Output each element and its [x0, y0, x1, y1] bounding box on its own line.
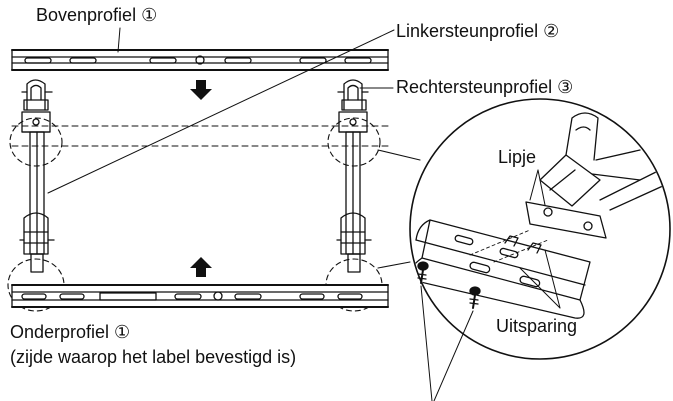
top-profile-label: Bovenprofiel ① — [36, 5, 158, 25]
arrow-down-icon — [190, 80, 212, 100]
bottom-profile-note: (zijde waarop het label bevestigd is) — [10, 347, 297, 367]
top-profile — [11, 49, 389, 71]
right-profile-label: Rechtersteunprofiel ③ — [396, 77, 574, 97]
tab-label: Lipje — [498, 147, 537, 167]
bottom-profile-label: Onderprofiel ① — [10, 322, 131, 342]
screw-leaders — [420, 285, 474, 401]
highlight-circles — [7, 117, 383, 312]
left-profile-label: Linkersteunprofiel ② — [396, 21, 560, 41]
detail-connector — [377, 149, 421, 269]
bottom-profile — [11, 284, 389, 308]
top-profile-leader — [117, 27, 121, 53]
screw-icon-2 — [469, 286, 481, 309]
arrow-up-icon — [190, 257, 212, 277]
right-support-profile — [336, 79, 372, 273]
alignment-guide-lines — [11, 125, 389, 147]
screw-icon — [417, 261, 429, 284]
left-profile-leader — [47, 29, 395, 194]
label-plate — [99, 292, 157, 301]
notch-label: Uitsparing — [496, 316, 578, 336]
left-support-profile — [19, 79, 55, 273]
